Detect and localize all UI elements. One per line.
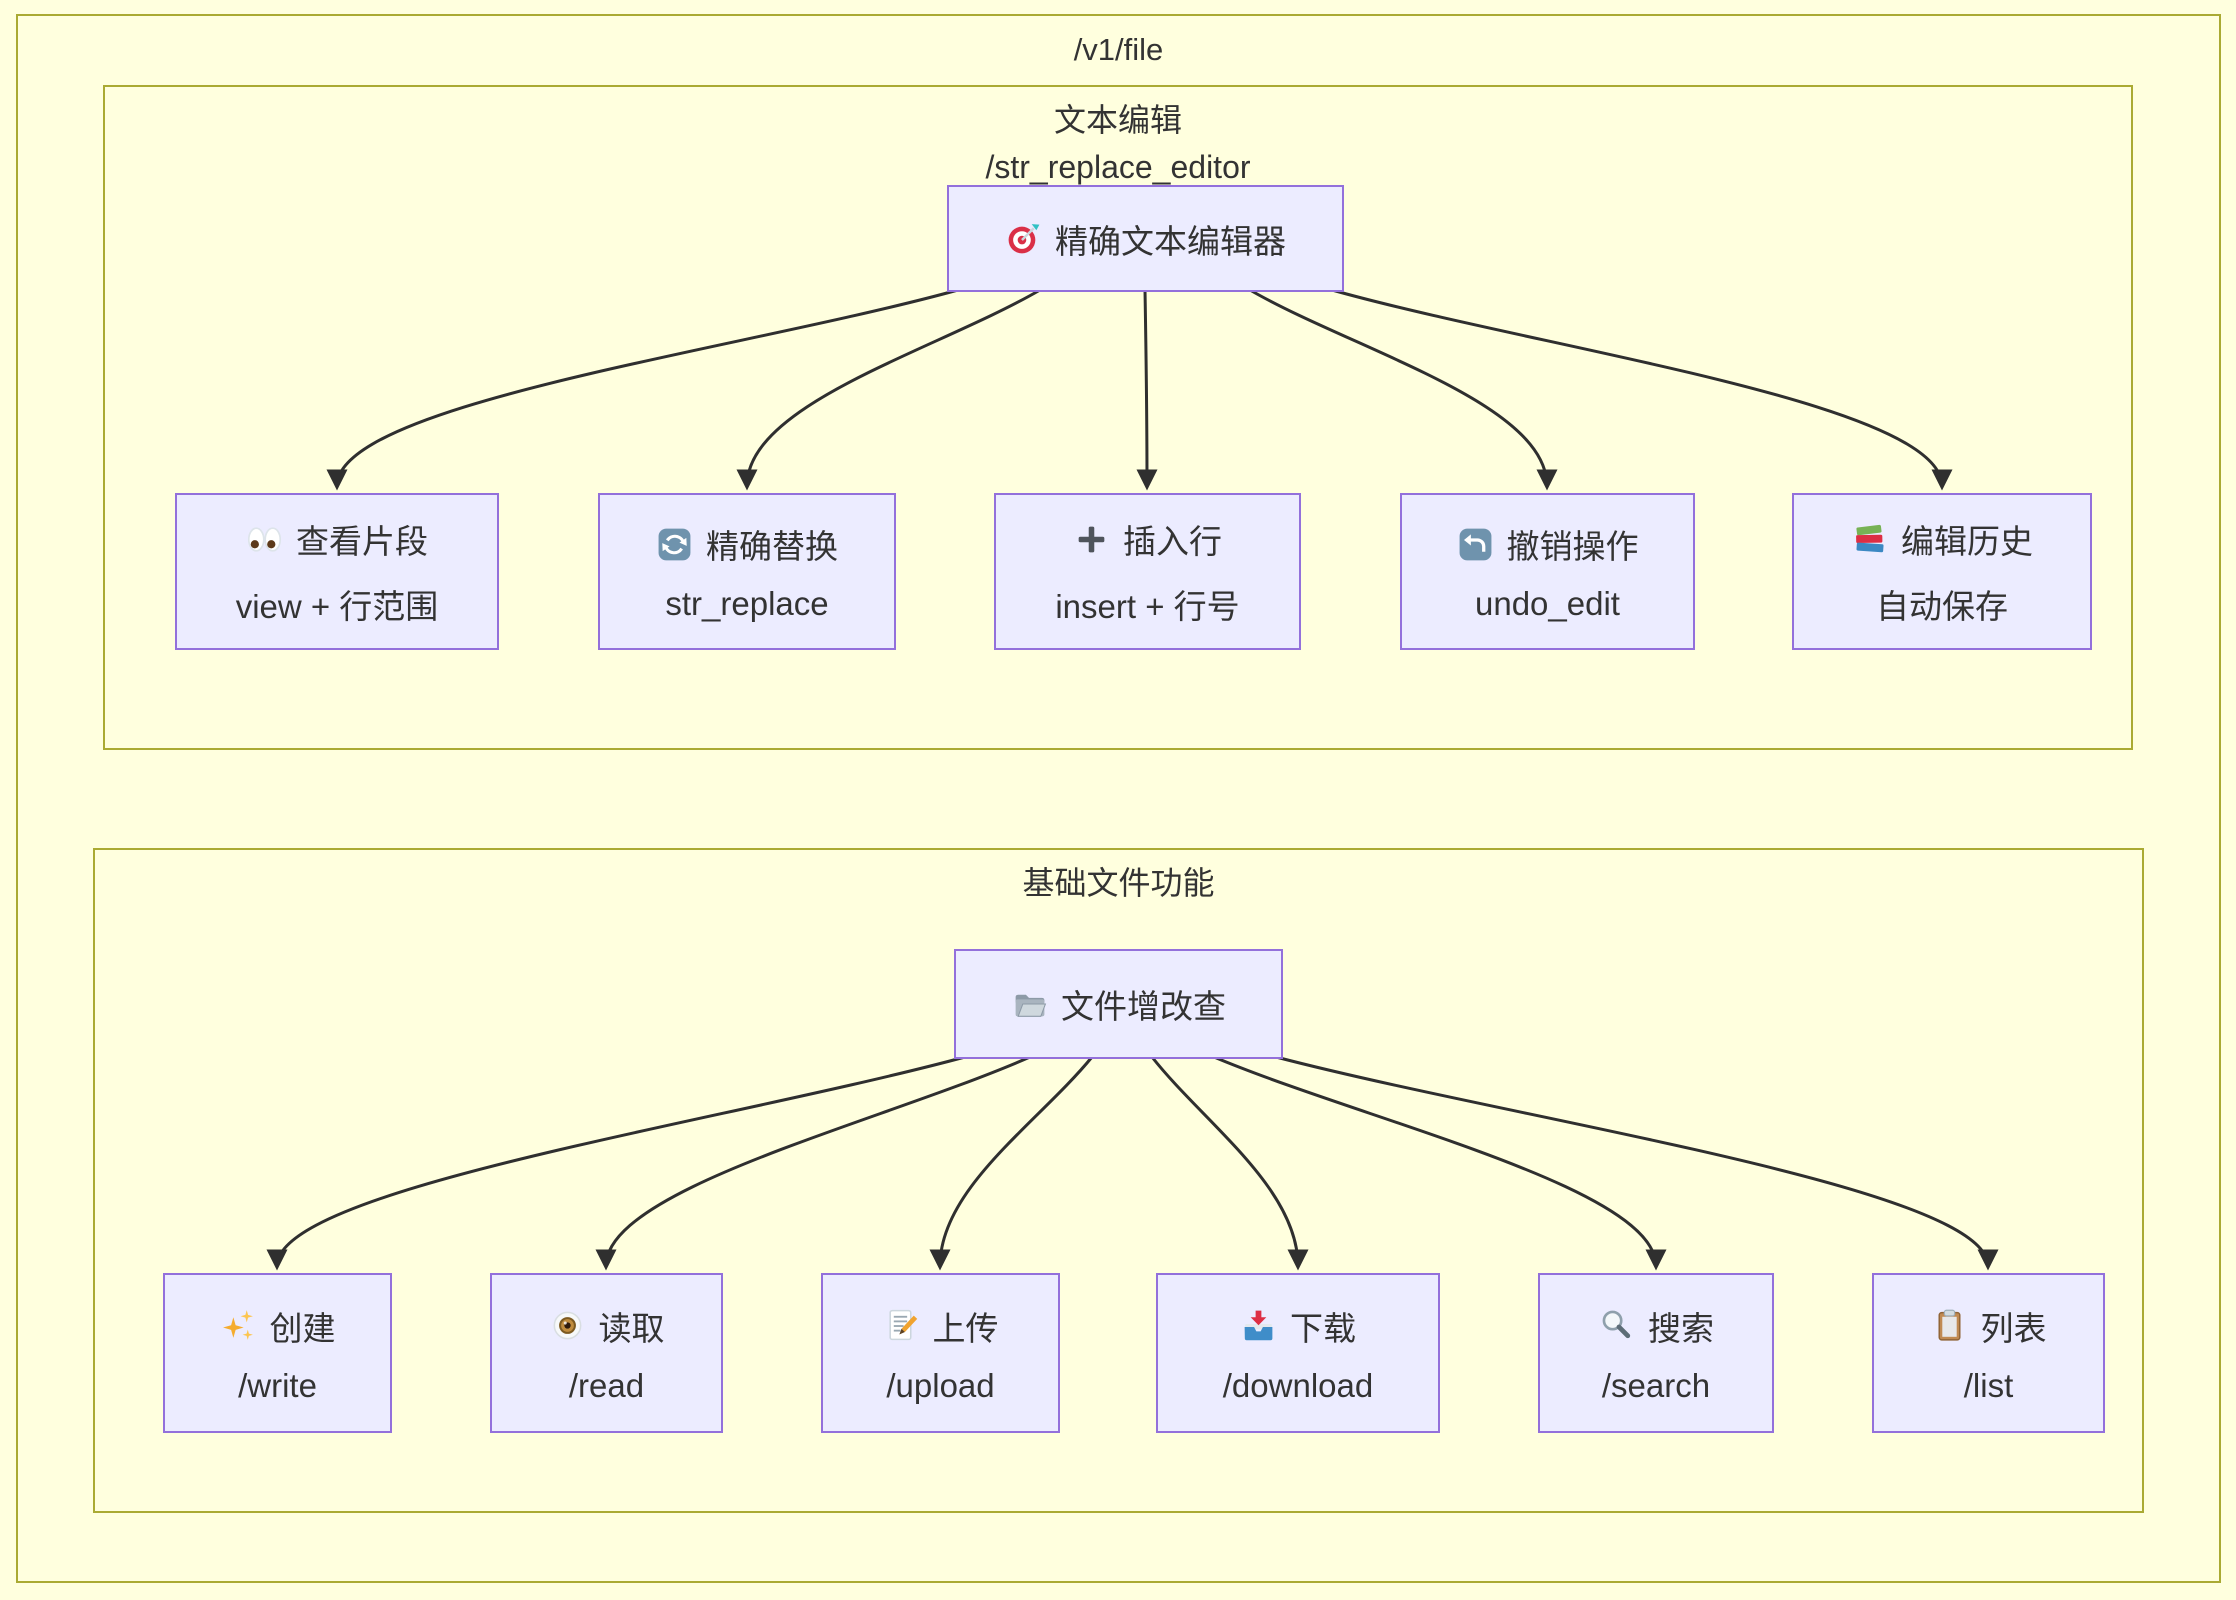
search-icon: [1602, 1310, 1631, 1339]
node-sublabel: insert + 行号: [1055, 588, 1240, 625]
cluster-basic-file-title: 基础文件功能: [1022, 865, 1215, 901]
edge: [736, 288, 1041, 491]
node-write: 创建 /write: [163, 1273, 392, 1433]
node-label: 下载: [1290, 1309, 1356, 1347]
node-label: 精确替换: [706, 528, 838, 565]
node-sublabel: /upload: [886, 1366, 995, 1404]
node-sublabel: /search: [1601, 1366, 1711, 1404]
node-label: 搜索: [1648, 1309, 1714, 1347]
node-label: 撤销操作: [1506, 528, 1639, 565]
node-label: 查看片段: [296, 523, 428, 560]
memo-pencil-icon: [888, 1309, 917, 1341]
node-list: 列表 /list: [1872, 1273, 2105, 1433]
node-str-replace: 精确替换 str_replace: [598, 493, 896, 650]
node-sublabel: /list: [1963, 1366, 2014, 1404]
edge: [1249, 288, 1558, 491]
node-label: 列表: [1980, 1309, 2047, 1347]
plus-icon: [1078, 526, 1105, 552]
books-icon: [1856, 524, 1884, 552]
edge: [1275, 1055, 1999, 1271]
edge: [326, 288, 959, 491]
node-download: 下载 /download: [1156, 1273, 1440, 1433]
node-upload: 上传 /upload: [821, 1273, 1060, 1433]
node-label: 文件增改查: [1061, 988, 1226, 1025]
edge: [266, 1055, 966, 1271]
node-search: 搜索 /search: [1538, 1273, 1774, 1433]
edge: [1213, 1055, 1667, 1271]
edge: [595, 1055, 1031, 1271]
inbox-download-icon: [1244, 1310, 1273, 1341]
folder-icon: [1015, 994, 1047, 1017]
node-file-crud: 文件增改查: [954, 949, 1283, 1059]
node-sublabel: /read: [568, 1366, 645, 1404]
node-sublabel: /download: [1222, 1366, 1374, 1404]
node-label: 编辑历史: [1901, 523, 2033, 560]
node-label: 精确文本编辑器: [1055, 222, 1286, 260]
node-precise-text-editor: 精确文本编辑器: [947, 185, 1344, 292]
node-label: 读取: [598, 1309, 665, 1347]
target-icon: [1008, 224, 1040, 254]
edge: [1331, 288, 1953, 491]
node-view-fragment: 查看片段 view + 行范围: [175, 493, 499, 650]
eyes-icon: [247, 526, 282, 552]
node-label: 上传: [932, 1309, 999, 1347]
node-sublabel: view + 行范围: [235, 588, 439, 625]
node-label: 创建: [269, 1309, 336, 1347]
node-undo-edit: 撤销操作 undo_edit: [1400, 493, 1695, 650]
edge: [1136, 289, 1158, 491]
edge: [929, 1056, 1094, 1271]
node-sublabel: undo_edit: [1475, 585, 1620, 622]
refresh-icon: [658, 528, 691, 560]
node-insert-line: 插入行 insert + 行号: [994, 493, 1301, 650]
eye-icon: [553, 1311, 581, 1340]
node-read: 读取 /read: [490, 1273, 723, 1433]
node-sublabel: 自动保存: [1876, 588, 2008, 625]
clipboard-icon: [1938, 1309, 1960, 1341]
node-label: 插入行: [1123, 523, 1222, 560]
cluster-text-edit-title: 文本编辑: [1053, 102, 1182, 138]
node-edit-history: 编辑历史 自动保存: [1792, 493, 2092, 650]
edge: [1150, 1056, 1309, 1271]
node-sublabel: /write: [238, 1366, 317, 1404]
cluster-text-edit-subtitle: /str_replace_editor: [985, 149, 1251, 185]
cluster-v1-file-title: /v1/file: [1073, 32, 1164, 67]
sparkles-icon: [222, 1310, 253, 1340]
node-sublabel: str_replace: [665, 585, 829, 622]
undo-icon: [1459, 528, 1491, 560]
